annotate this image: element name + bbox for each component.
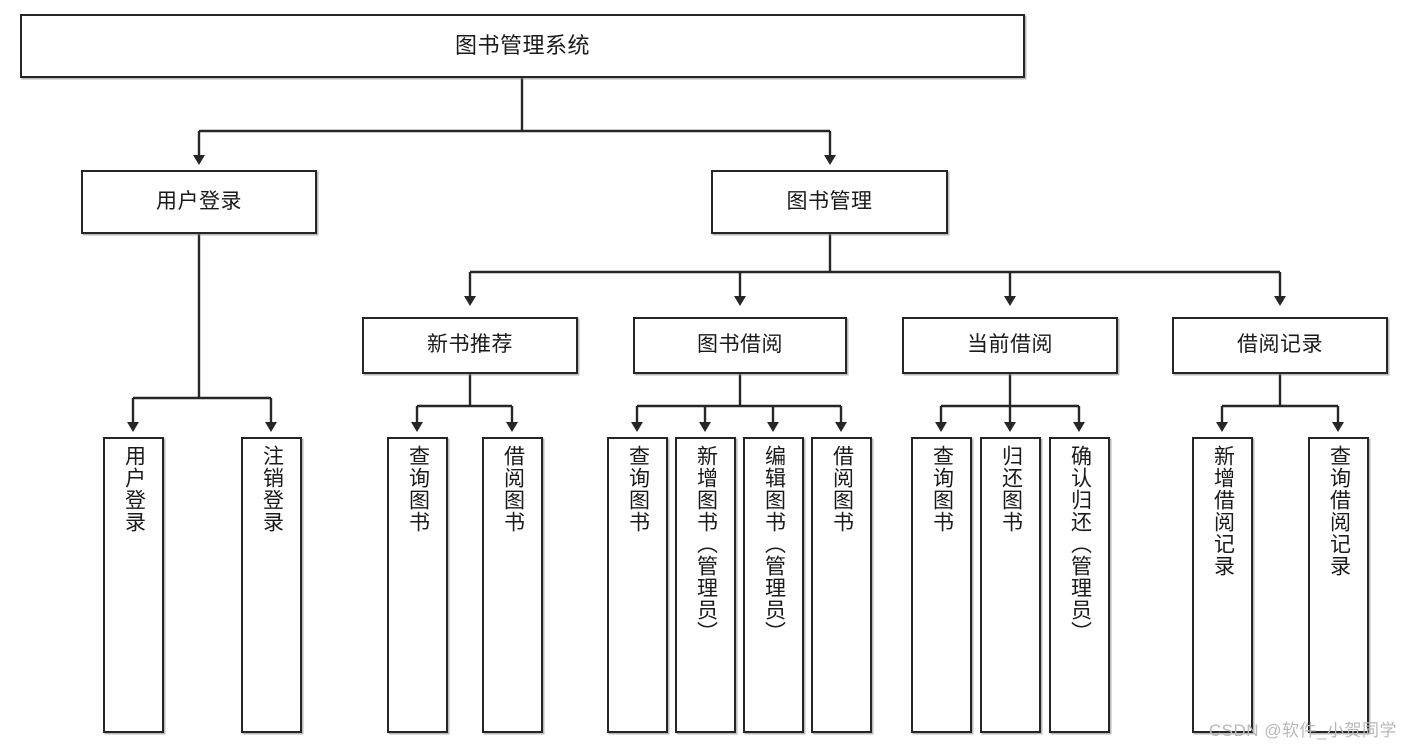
leaf-query-borrow-record-label: 查询借阅记录	[1327, 445, 1351, 577]
leaf-borrow-book[interactable]: 借阅图书	[811, 437, 872, 733]
leaf-query-book-current-label: 查询图书	[930, 445, 954, 533]
node-book-borrow[interactable]: 图书借阅	[633, 317, 847, 374]
leaf-return-book-label: 归还图书	[999, 445, 1023, 533]
node-root-system-label: 图书管理系统	[454, 33, 590, 59]
node-user-login[interactable]: 用户登录	[81, 170, 317, 234]
leaf-add-borrow-record-label: 新增借阅记录	[1211, 445, 1235, 577]
node-current-borrow[interactable]: 当前借阅	[902, 317, 1118, 374]
node-book-management[interactable]: 图书管理	[711, 170, 948, 234]
node-book-management-label: 图书管理	[786, 189, 873, 213]
leaf-borrow-book-recommend-label: 借阅图书	[501, 445, 525, 533]
leaf-add-book[interactable]: 新增图书（管理员）	[675, 437, 736, 733]
leaf-query-book-recommend[interactable]: 查询图书	[387, 437, 448, 733]
leaf-user-login[interactable]: 用户登录	[103, 437, 164, 733]
leaf-borrow-book-label: 借阅图书	[830, 445, 854, 533]
leaf-edit-book-label: 编辑图书（管理员）	[762, 445, 786, 643]
node-user-login-label: 用户登录	[156, 189, 242, 213]
leaf-logout-login-label: 注销登录	[260, 445, 284, 533]
leaf-query-book-borrow-label: 查询图书	[626, 445, 650, 533]
node-new-book-recommend[interactable]: 新书推荐	[362, 317, 578, 374]
leaf-confirm-return-label: 确认归还（管理员）	[1068, 445, 1092, 643]
leaf-query-book-borrow[interactable]: 查询图书	[607, 437, 668, 733]
leaf-add-borrow-record[interactable]: 新增借阅记录	[1192, 437, 1253, 733]
leaf-user-login-label: 用户登录	[122, 445, 146, 533]
node-borrow-record-label: 借阅记录	[1237, 333, 1323, 357]
node-book-borrow-label: 图书借阅	[697, 333, 783, 357]
leaf-logout-login[interactable]: 注销登录	[241, 437, 302, 733]
leaf-add-book-label: 新增图书（管理员）	[694, 445, 718, 643]
node-new-book-recommend-label: 新书推荐	[427, 333, 513, 357]
node-root-system[interactable]: 图书管理系统	[20, 14, 1025, 78]
leaf-confirm-return[interactable]: 确认归还（管理员）	[1049, 437, 1110, 733]
leaf-return-book[interactable]: 归还图书	[980, 437, 1041, 733]
node-borrow-record[interactable]: 借阅记录	[1172, 317, 1388, 374]
csdn-watermark: CSDN @软件_小贺同学	[1208, 721, 1397, 740]
leaf-query-book-recommend-label: 查询图书	[406, 445, 430, 533]
leaf-query-book-current[interactable]: 查询图书	[911, 437, 972, 733]
leaf-query-borrow-record[interactable]: 查询借阅记录	[1308, 437, 1369, 733]
node-current-borrow-label: 当前借阅	[967, 333, 1053, 357]
leaf-edit-book[interactable]: 编辑图书（管理员）	[743, 437, 804, 733]
leaf-borrow-book-recommend[interactable]: 借阅图书	[482, 437, 543, 733]
